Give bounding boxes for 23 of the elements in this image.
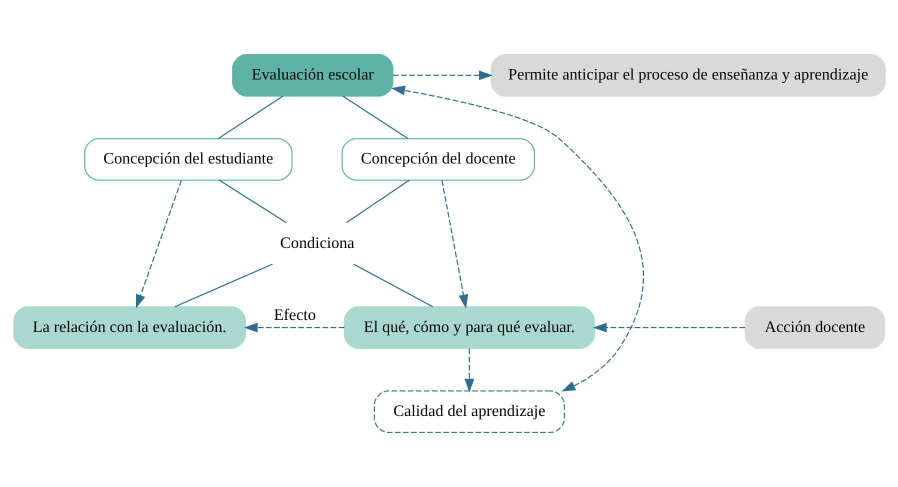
arrow <box>464 348 474 393</box>
edge-label: Efecto <box>273 306 316 324</box>
arrow <box>440 180 468 308</box>
node-box: El qué, cómo y para qué evaluar. <box>343 306 594 349</box>
arrow <box>243 322 344 332</box>
arrow <box>592 322 745 332</box>
connector <box>174 264 272 308</box>
node-box: Permite anticipar el proceso de enseñanza y aprendizaje <box>490 54 886 97</box>
arrow <box>135 180 182 308</box>
connector <box>352 264 432 308</box>
node-text: Condiciona <box>280 234 354 252</box>
arrow <box>392 70 492 80</box>
arrow <box>390 86 644 392</box>
node-box: Evaluación escolar <box>232 54 393 97</box>
node-box: Calidad del aprendizaje <box>373 390 564 433</box>
node-box: Concepción del estudiante <box>84 138 292 181</box>
node-box: Concepción del docente <box>341 138 535 181</box>
node-box: Acción docente <box>744 306 885 349</box>
connector <box>218 96 283 140</box>
connector <box>218 180 286 224</box>
connector <box>342 96 408 140</box>
node-box: La relación con la evaluación. <box>12 306 246 349</box>
connector <box>346 180 410 224</box>
